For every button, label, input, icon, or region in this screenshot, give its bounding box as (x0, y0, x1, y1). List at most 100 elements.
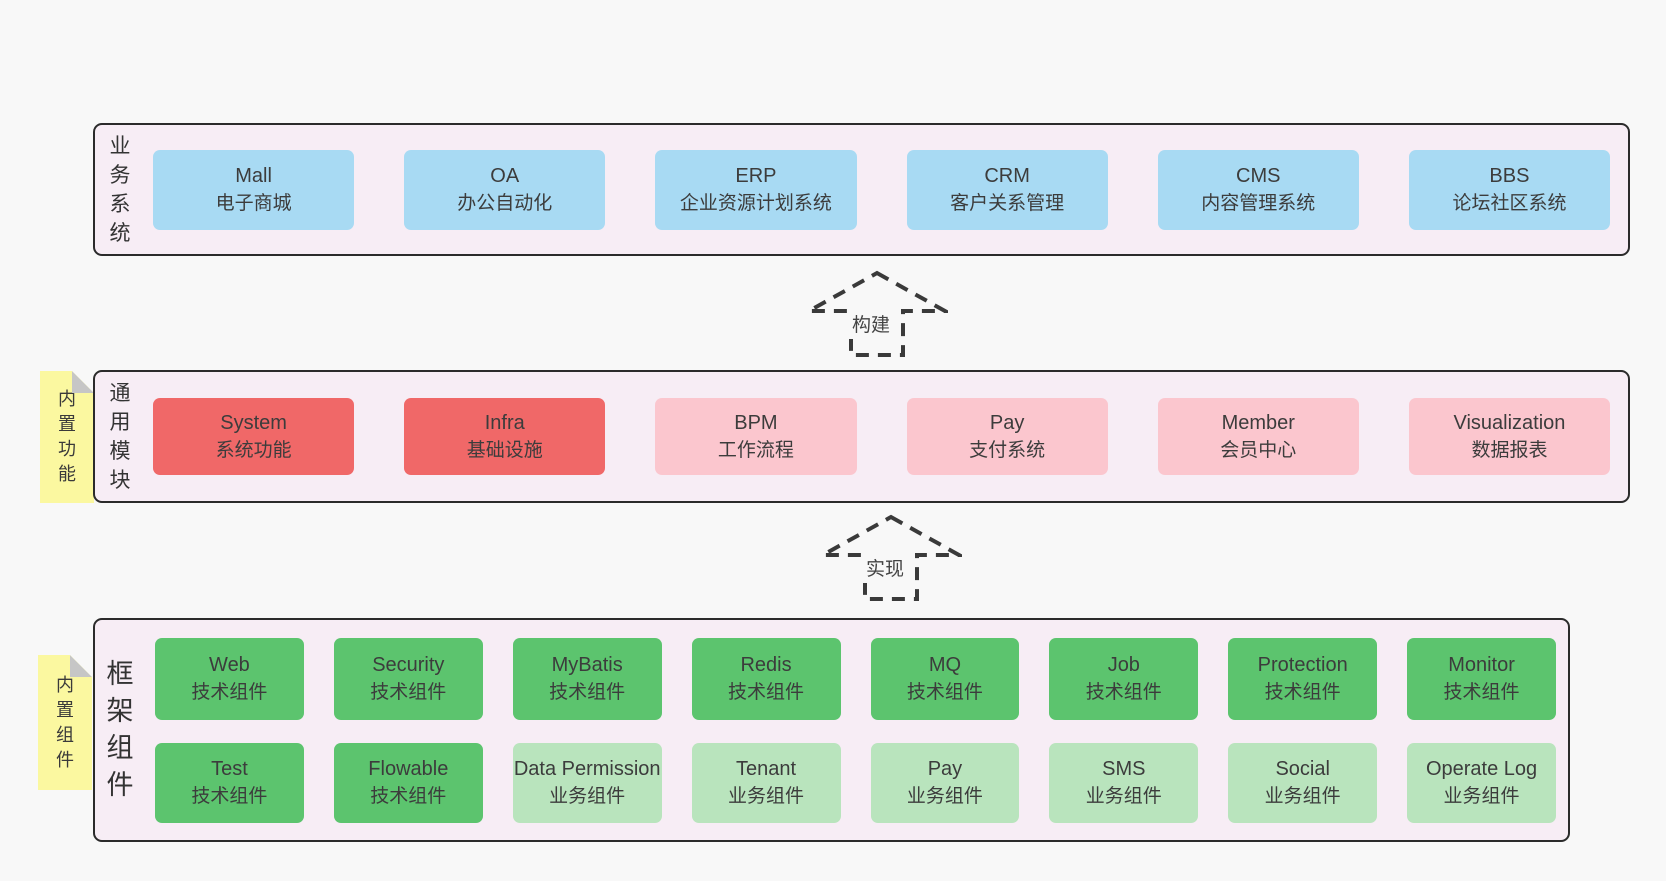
box-operate-log: Operate Log 业务组件 (1407, 742, 1556, 823)
box-name: BPM (734, 411, 778, 434)
box-desc: 电子商城 (215, 192, 292, 214)
box-name: CRM (984, 164, 1030, 187)
box-desc: 客户关系管理 (950, 192, 1065, 214)
layer-business-systems: 业务系统 Mall 电子商城 OA 办公自动化 ERP 企业资源计划系统 CRM… (93, 123, 1630, 256)
sticky-note-label: 内置组件 (56, 674, 74, 770)
box-desc: 业务组件 (728, 785, 805, 807)
box-bbs: BBS 论坛社区系统 (1408, 149, 1611, 230)
box-visualization: Visualization 数据报表 (1408, 398, 1611, 475)
box-pay: Pay 支付系统 (906, 398, 1108, 475)
box-job: Job 技术组件 (1049, 637, 1199, 720)
box-sms: SMS 业务组件 (1049, 742, 1199, 823)
box-desc: 业务组件 (1085, 785, 1162, 807)
box-name: Security (372, 653, 445, 676)
implement-arrow-label: 实现 (863, 557, 908, 583)
box-desc: 支付系统 (969, 439, 1046, 461)
folded-corner-icon (72, 371, 94, 393)
box-tenant: Tenant 业务组件 (691, 742, 841, 823)
business-systems-row: Mall 电子商城 OA 办公自动化 ERP 企业资源计划系统 CRM 客户关系… (133, 125, 1628, 254)
box-desc: 技术组件 (1085, 681, 1162, 703)
box-name: MyBatis (551, 653, 623, 676)
box-flowable: Flowable 技术组件 (333, 742, 483, 823)
box-name: Protection (1257, 653, 1348, 676)
box-name: Flowable (368, 757, 449, 780)
common-modules-row: System 系统功能 Infra 基础设施 BPM 工作流程 Pay 支付系统… (133, 372, 1628, 501)
sticky-note-label: 内置功能 (58, 389, 76, 484)
box-name: SMS (1102, 757, 1146, 780)
implement-arrow-icon (820, 514, 962, 601)
box-data-permission: Data Permission 业务组件 (512, 742, 662, 823)
box-desc: 技术组件 (370, 785, 447, 807)
box-mall: Mall 电子商城 (153, 149, 355, 230)
box-name: Job (1107, 653, 1140, 676)
box-name: Pay (989, 411, 1025, 434)
box-name: OA (490, 164, 520, 187)
folded-corner-icon (70, 655, 92, 677)
box-desc: 会员中心 (1220, 439, 1297, 461)
layer-title-framework-components: 框架组件 (106, 659, 134, 800)
box-desc: 系统功能 (215, 439, 292, 461)
box-security: Security 技术组件 (333, 637, 483, 720)
box-name: Member (1221, 411, 1295, 434)
box-name: Pay (927, 757, 963, 780)
box-desc: 基础设施 (466, 439, 543, 461)
box-oa: OA 办公自动化 (404, 149, 606, 230)
box-social: Social 业务组件 (1228, 742, 1378, 823)
box-name: Data Permission (513, 757, 661, 780)
box-name: Visualization (1453, 411, 1566, 434)
box-name: Redis (740, 653, 792, 676)
box-redis: Redis 技术组件 (691, 637, 841, 720)
box-desc: 技术组件 (1264, 681, 1341, 703)
box-desc: 业务组件 (1264, 785, 1341, 807)
box-desc: 技术组件 (191, 681, 268, 703)
build-arrow-label: 构建 (849, 313, 894, 339)
box-desc: 技术组件 (549, 681, 626, 703)
box-protection: Protection 技术组件 (1228, 637, 1378, 720)
box-name: Operate Log (1425, 757, 1538, 780)
box-name: Infra (484, 411, 525, 434)
box-infra: Infra 基础设施 (404, 398, 606, 475)
box-name: System (220, 411, 287, 434)
box-desc: 业务组件 (906, 785, 983, 807)
box-desc: 业务组件 (549, 785, 626, 807)
layer-common-modules: 通用模块 System 系统功能 Infra 基础设施 BPM 工作流程 Pay… (93, 370, 1630, 503)
box-test: Test 技术组件 (155, 742, 304, 823)
box-monitor: Monitor 技术组件 (1407, 637, 1556, 720)
box-desc: 技术组件 (906, 681, 983, 703)
box-system: System 系统功能 (153, 398, 355, 475)
box-bpm: BPM 工作流程 (655, 398, 857, 475)
box-desc: 数据报表 (1471, 439, 1548, 461)
box-desc: 技术组件 (191, 785, 268, 807)
box-desc: 论坛社区系统 (1452, 192, 1567, 214)
box-mybatis: MyBatis 技术组件 (512, 637, 662, 720)
box-name: Social (1275, 757, 1330, 780)
box-desc: 技术组件 (1443, 681, 1520, 703)
sticky-note-built-in-components: 内置组件 (38, 655, 92, 790)
box-member: Member 会员中心 (1157, 398, 1359, 475)
box-name: Mall (235, 164, 272, 187)
build-arrow-icon (806, 270, 948, 357)
box-name: Web (209, 653, 250, 676)
box-name: ERP (735, 164, 777, 187)
box-name: MQ (928, 653, 962, 676)
box-web: Web 技术组件 (155, 637, 304, 720)
box-desc: 工作流程 (717, 439, 794, 461)
box-desc: 内容管理系统 (1201, 192, 1316, 214)
box-pay-business: Pay 业务组件 (870, 742, 1020, 823)
layer-title-business-systems: 业务系统 (109, 134, 131, 245)
box-crm: CRM 客户关系管理 (906, 149, 1108, 230)
framework-components-grid: Web 技术组件 Security 技术组件 MyBatis 技术组件 Redi… (135, 620, 1568, 840)
box-name: Tenant (736, 757, 797, 780)
layer-title-common-modules: 通用模块 (109, 381, 131, 492)
box-cms: CMS 内容管理系统 (1157, 149, 1359, 230)
box-name: CMS (1236, 164, 1281, 187)
box-erp: ERP 企业资源计划系统 (655, 149, 857, 230)
box-desc: 业务组件 (1443, 785, 1520, 807)
box-desc: 技术组件 (728, 681, 805, 703)
box-desc: 办公自动化 (457, 192, 553, 214)
box-desc: 技术组件 (370, 681, 447, 703)
box-mq: MQ 技术组件 (870, 637, 1020, 720)
layer-framework-components: 框架组件 Web 技术组件 Security 技术组件 MyBatis 技术组件… (93, 618, 1570, 842)
sticky-note-built-in-features: 内置功能 (40, 371, 94, 503)
